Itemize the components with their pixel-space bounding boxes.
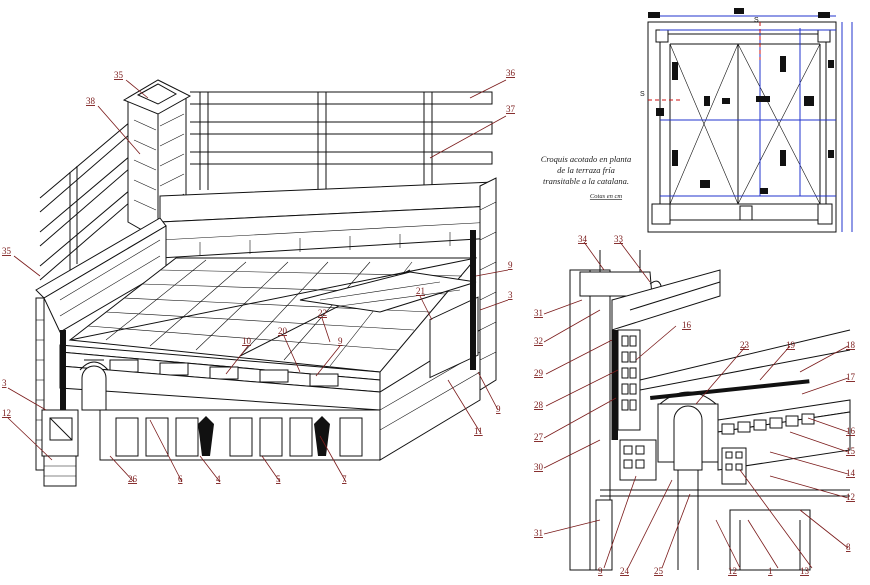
plan-note-line-2: de la terraza fría (557, 165, 615, 175)
tiled-floor (68, 257, 478, 373)
detail-callout-17: 17 (846, 372, 856, 382)
perimeter-beam-box (41, 409, 79, 487)
detail-callout-13: 13 (800, 566, 810, 576)
detail-callout-31-bottom: 31 (534, 528, 543, 538)
detail-callout-1: 1 (768, 566, 773, 576)
detail-callout-16-right: 16 (846, 426, 856, 436)
callout-38: 38 (86, 96, 96, 106)
detail-callout-29: 29 (534, 368, 544, 378)
back-railing (190, 91, 493, 190)
detail-callout-9: 9 (598, 566, 603, 576)
callout-22: 22 (318, 308, 327, 318)
isometric-terrace-drawing (35, 79, 497, 487)
leader-lines (7, 79, 849, 569)
callout-35-top: 35 (114, 70, 124, 80)
detail-drain (657, 391, 719, 570)
block-column (617, 329, 641, 431)
back-parapet (159, 181, 495, 259)
callout-20: 20 (278, 326, 288, 336)
callout-26: 26 (128, 474, 138, 484)
detail-callout-14: 14 (846, 468, 856, 478)
plan-note-line-1: Croquis acotado en planta (541, 154, 632, 164)
plan-note-units: Cotas en cm (590, 193, 622, 200)
callout-10: 10 (242, 336, 252, 346)
callout-7: 7 (342, 474, 347, 484)
right-wall (479, 177, 497, 391)
detail-callout-34: 34 (578, 234, 588, 244)
detail-callout-31-top: 31 (534, 308, 543, 318)
callout-9-upper: 9 (508, 260, 513, 270)
beam-blocks (115, 416, 363, 457)
callout-21: 21 (416, 286, 425, 296)
detail-callout-23: 23 (740, 340, 750, 350)
plan-note-line-3: transitable a la catalana. (543, 176, 629, 186)
detail-callouts: 34 33 31 32 29 28 27 30 31 16 23 19 18 1… (534, 234, 856, 576)
callout-9-mid: 9 (338, 336, 343, 346)
plan-sketch: S S (640, 8, 853, 233)
callout-3-right: 3 (508, 290, 513, 300)
callout-12-left: 12 (2, 408, 11, 418)
detail-callout-15: 15 (846, 446, 856, 456)
detail-callout-12-bottom: 12 (728, 566, 737, 576)
callout-37: 37 (506, 104, 516, 114)
callout-9-lower: 9 (496, 404, 501, 414)
callout-35-left: 35 (2, 246, 12, 256)
iso-callouts: 35 36 38 37 35 9 3 21 22 20 10 9 3 12 26… (2, 68, 516, 484)
plan-note: Croquis acotado en planta de la terraza … (541, 154, 632, 200)
callout-36: 36 (506, 68, 516, 78)
detail-callout-12-right: 12 (846, 492, 855, 502)
detail-callout-19: 19 (786, 340, 796, 350)
detail-callout-27: 27 (534, 432, 544, 442)
detail-callout-8: 8 (846, 542, 851, 552)
detail-callout-30: 30 (534, 462, 544, 472)
detail-callout-28: 28 (534, 400, 544, 410)
callout-3-left: 3 (2, 378, 7, 388)
detail-callout-32: 32 (534, 336, 543, 346)
detail-section-drawing (569, 250, 851, 571)
callout-4: 4 (216, 474, 221, 484)
callout-6: 6 (178, 474, 183, 484)
callout-5: 5 (276, 474, 281, 484)
section-mark-top: S (754, 17, 759, 24)
callout-11: 11 (474, 426, 483, 436)
detail-callout-25: 25 (654, 566, 664, 576)
detail-callout-16-left: 16 (682, 320, 692, 330)
detail-callout-33: 33 (614, 234, 624, 244)
left-parapet (35, 217, 167, 471)
drain-outlet (79, 359, 109, 411)
slab-cavity-blocks (109, 359, 339, 387)
detail-floor-blocks (721, 413, 815, 435)
section-mark-left: S (640, 91, 645, 98)
detail-callout-18: 18 (846, 340, 856, 350)
detail-callout-24: 24 (620, 566, 630, 576)
